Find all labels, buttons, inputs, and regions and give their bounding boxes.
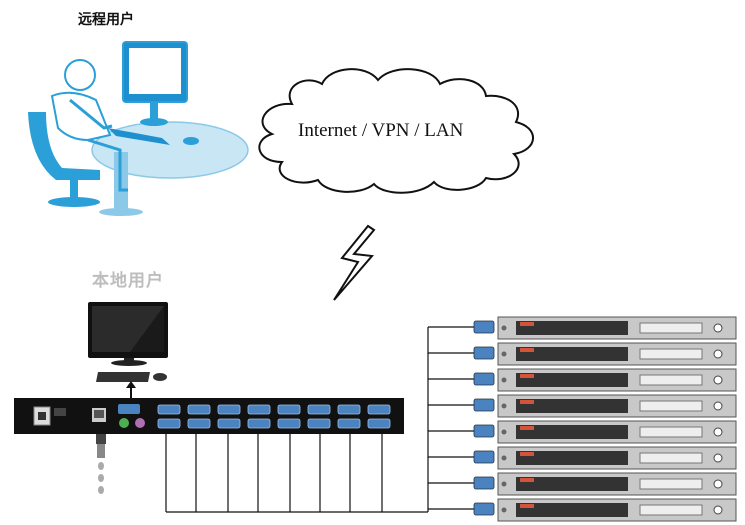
server-unit: [497, 368, 737, 392]
network-cable: [96, 434, 106, 494]
server-unit: [497, 472, 737, 496]
remote-user-label: 远程用户: [78, 12, 134, 28]
local-user-label: 本地用户: [92, 271, 164, 291]
server-cables: [165, 326, 474, 513]
lightning-icon: [333, 224, 376, 301]
network-label: Internet / VPN / LAN: [298, 120, 464, 141]
kvm-switch: [14, 398, 404, 434]
network-cloud: [258, 68, 534, 194]
server-unit: [497, 342, 737, 366]
server-unit: [497, 446, 737, 470]
server-rack: [473, 316, 737, 522]
server-unit: [497, 316, 737, 340]
server-unit: [497, 394, 737, 418]
local-monitor: [88, 302, 168, 398]
remote-user-illustration: [28, 41, 249, 216]
server-unit: [497, 498, 737, 522]
server-unit: [497, 420, 737, 444]
